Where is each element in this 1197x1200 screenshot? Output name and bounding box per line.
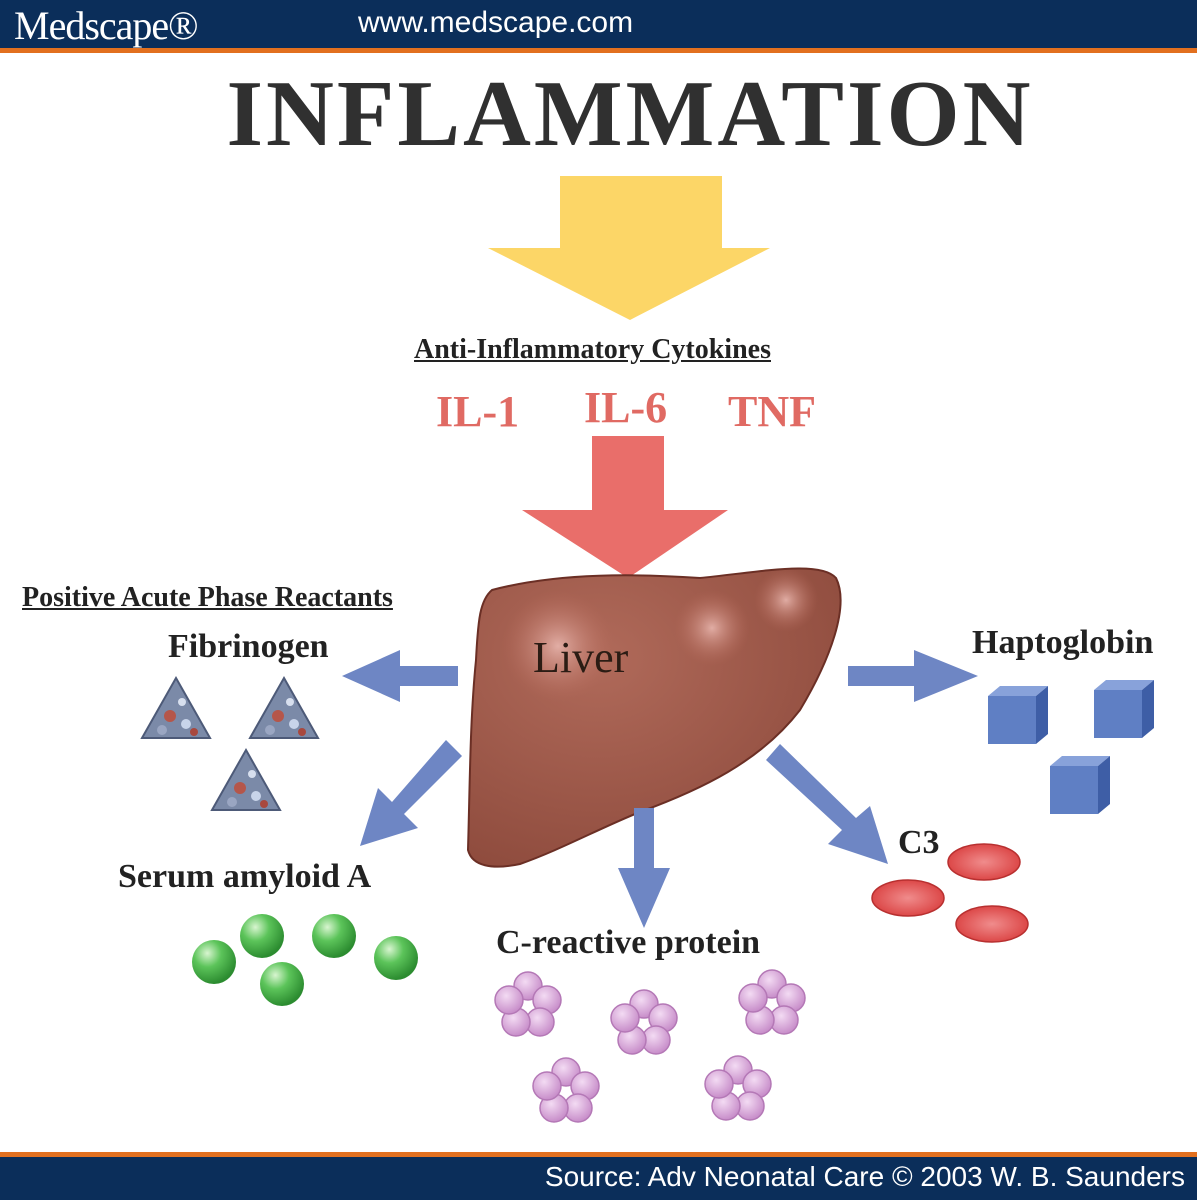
liver-label: Liver: [533, 633, 629, 682]
cytokine-tnf: TNF: [728, 387, 816, 436]
serum-amyloid-label: Serum amyloid A: [118, 858, 372, 895]
cytokine-il6: IL-6: [584, 383, 668, 432]
arrow-to-fibrinogen: [342, 650, 458, 702]
crp-label: C-reactive protein: [496, 924, 761, 961]
arrow-to-c3: [766, 744, 888, 864]
reactants-heading: Positive Acute Phase Reactants: [22, 582, 393, 613]
crp-molecules: [494, 969, 806, 1123]
header-bar: Medscape® www.medscape.com: [0, 0, 1197, 53]
inflammation-arrow: [488, 176, 770, 320]
footer-bar: Source: Adv Neonatal Care © 2003 W. B. S…: [0, 1152, 1197, 1200]
arrow-to-haptoglobin: [848, 650, 978, 702]
serum-amyloid-molecules: [192, 914, 418, 1006]
c3-label: C3: [898, 824, 940, 861]
cytokine-arrow: [522, 436, 728, 578]
source-credit: Source: Adv Neonatal Care © 2003 W. B. S…: [544, 1161, 1185, 1192]
c3-molecules: [871, 843, 1029, 943]
haptoglobin-molecules: [988, 680, 1154, 814]
site-url[interactable]: www.medscape.com: [358, 6, 634, 39]
fibrinogen-molecules: [141, 677, 319, 811]
arrow-to-serum-amyloid: [360, 740, 462, 846]
haptoglobin-label: Haptoglobin: [972, 624, 1154, 661]
diagram-title: INFLAMMATION: [226, 62, 1034, 166]
medscape-logo[interactable]: Medscape®: [14, 3, 199, 48]
reactant-arrows: [342, 650, 978, 928]
arrow-to-crp: [618, 808, 670, 928]
cytokine-il1: IL-1: [436, 387, 520, 436]
cytokines-heading: Anti-Inflammatory Cytokines: [414, 334, 771, 365]
fibrinogen-label: Fibrinogen: [168, 628, 329, 665]
